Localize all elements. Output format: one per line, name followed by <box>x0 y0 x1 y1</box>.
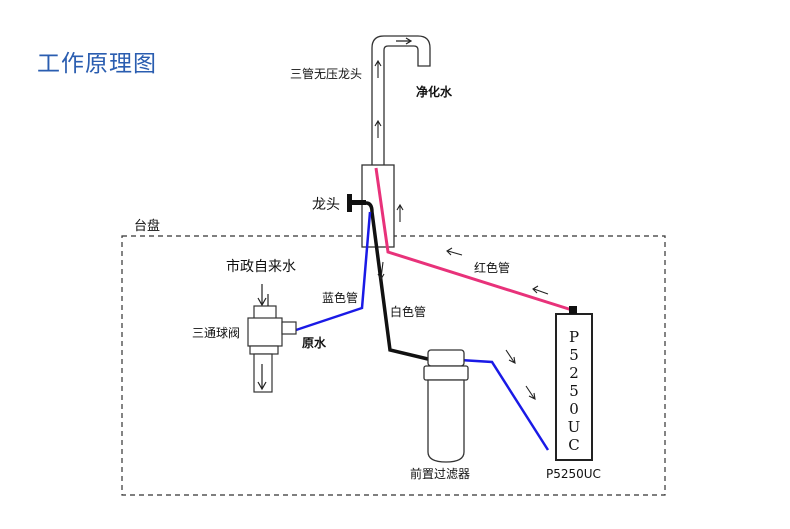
three-way-valve <box>247 305 297 393</box>
faucet-handle <box>347 194 352 212</box>
device-char: C <box>568 436 579 454</box>
label-municipal-water: 市政自来水 <box>226 258 296 275</box>
device-char: P <box>569 328 579 346</box>
white-pipe-flow-arrows-icon <box>377 261 385 281</box>
device-char: 5 <box>569 346 579 364</box>
red-pipe <box>374 167 573 312</box>
blue-pipe-flow-arrows-icon <box>505 349 536 400</box>
label-faucet: 龙头 <box>312 197 340 213</box>
flow-arrow-top-icon <box>396 37 413 45</box>
blue-pipe-raw <box>295 211 372 332</box>
label-pre-filter: 前置过滤器 <box>410 466 470 481</box>
flow-arrows-neck-icon <box>374 59 404 222</box>
label-faucet-three-pipe: 三管无压龙头 <box>290 66 362 81</box>
blue-pipe-filter <box>459 358 550 451</box>
faucet-gooseneck <box>371 35 431 165</box>
label-device: P5250UC <box>546 467 601 481</box>
diagram-title: 工作原理图 <box>37 51 157 77</box>
label-raw-water: 原水 <box>302 335 327 350</box>
label-pure-water: 净化水 <box>416 84 453 99</box>
red-pipe-flow-arrows-icon <box>446 247 549 295</box>
device-char: U <box>568 418 581 436</box>
device-char: 0 <box>569 400 579 418</box>
device-char: 2 <box>569 364 579 382</box>
device-char: 5 <box>569 382 579 400</box>
white-pipe <box>352 201 433 362</box>
label-blue-pipe: 蓝色管 <box>322 290 358 305</box>
device-vertical-text: P 5 2 5 0 U C <box>568 328 581 454</box>
device-connector <box>569 306 577 314</box>
label-three-way-valve: 三通球阀 <box>192 326 240 340</box>
municipal-water-arrows-icon <box>257 284 269 391</box>
label-white-pipe: 白色管 <box>390 304 426 319</box>
device-body <box>555 313 593 461</box>
pre-filter <box>423 349 469 463</box>
label-red-pipe: 红色管 <box>474 260 510 275</box>
label-counter: 台盘 <box>134 218 160 234</box>
